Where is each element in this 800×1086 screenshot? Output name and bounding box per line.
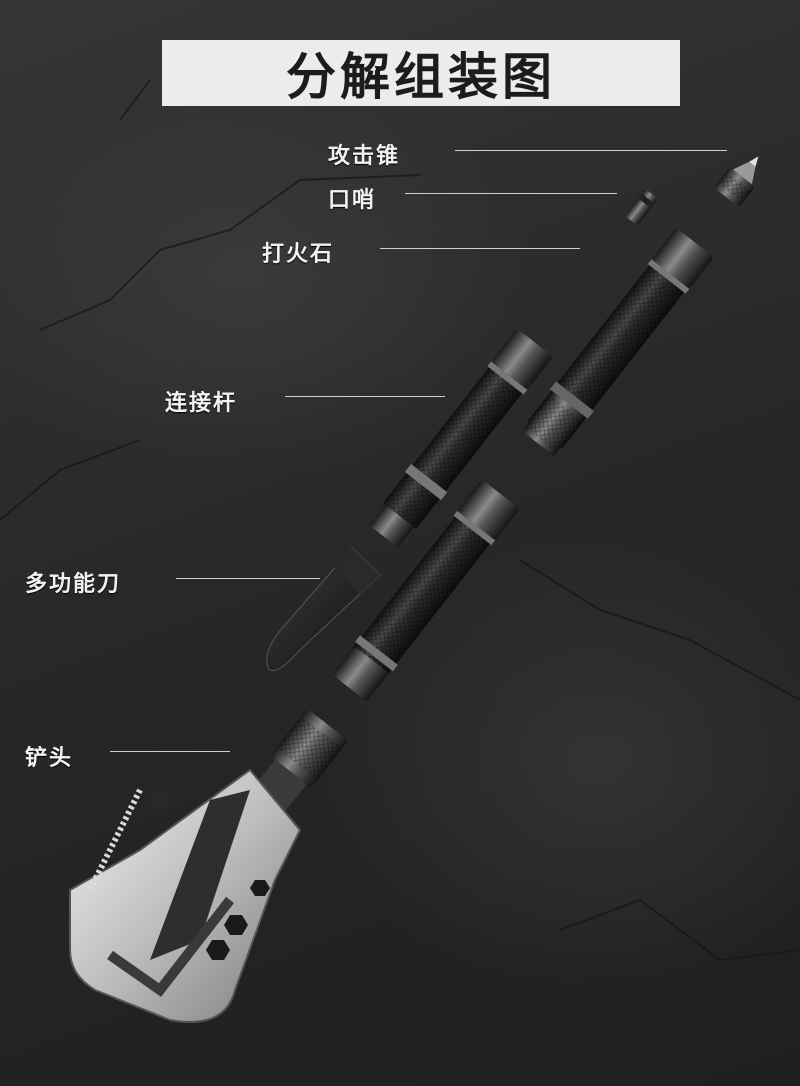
whistle-flint-part	[589, 189, 658, 273]
connecting-rod-lower	[333, 480, 519, 701]
label-attack-cone: 攻击锥	[328, 144, 401, 169]
label-shovel-head: 铲头	[25, 746, 74, 771]
leader-line-multi-knife	[176, 578, 320, 579]
label-flint: 打火石	[262, 242, 335, 267]
label-connecting-rod: 连接杆	[165, 391, 238, 416]
leader-line-connecting-rod	[285, 396, 445, 397]
title-banner: 分解组装图	[162, 40, 680, 106]
leader-line-shovel-head	[110, 751, 230, 752]
stone-cracks	[0, 79, 800, 962]
leader-line-attack-cone	[455, 150, 727, 151]
attack-cone-part	[715, 156, 759, 206]
connecting-rod-knife	[369, 330, 552, 548]
multi-knife-blade	[266, 547, 381, 672]
connecting-rod-long	[522, 229, 713, 456]
leader-line-flint	[380, 248, 580, 249]
shovel-head-part	[69, 710, 347, 1023]
label-whistle: 口哨	[328, 188, 377, 213]
page-title: 分解组装图	[286, 48, 556, 106]
leader-line-whistle	[405, 193, 617, 194]
label-multi-knife: 多功能刀	[25, 572, 122, 597]
